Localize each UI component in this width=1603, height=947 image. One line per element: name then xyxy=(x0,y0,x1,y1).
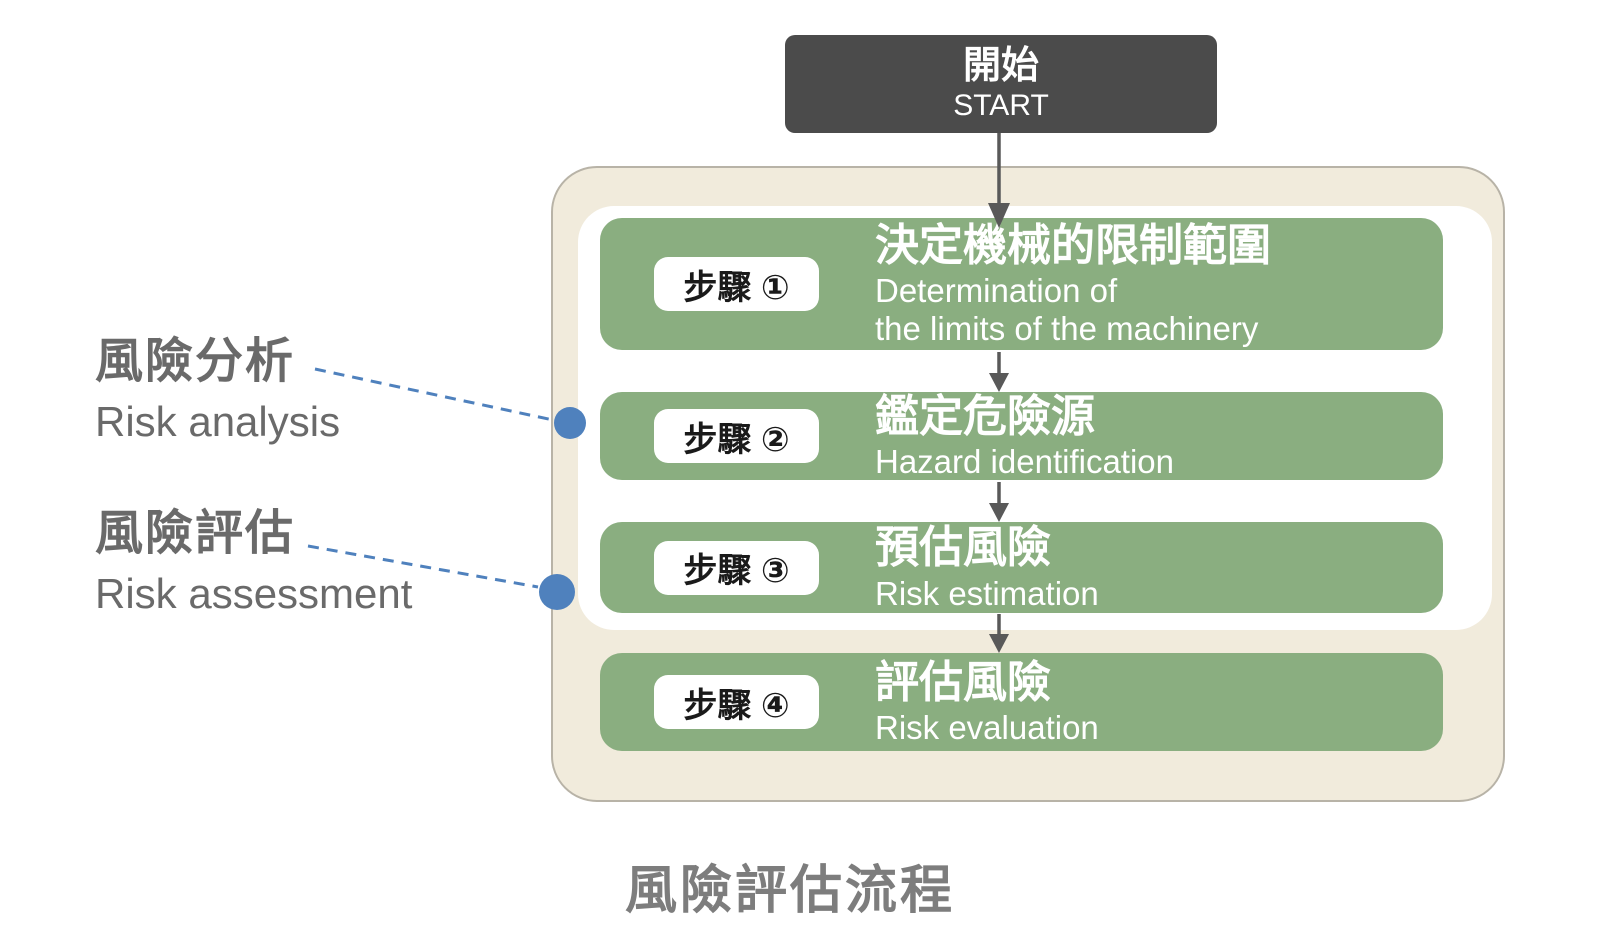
step-1-title-zh: 決定機械的限制範圍 xyxy=(875,220,1271,270)
step-1-box: 步驟 ① 決定機械的限制範圍 Determination of the limi… xyxy=(600,218,1443,350)
annotation-risk-analysis-zh: 風險分析 xyxy=(95,335,296,388)
step-2-title-zh: 鑑定危險源 xyxy=(875,391,1095,441)
step-2-box: 步驟 ② 鑑定危險源 Hazard identification xyxy=(600,392,1443,480)
annotation-risk-analysis-en: Risk analysis xyxy=(95,397,341,445)
step-4-title-zh: 評估風險 xyxy=(875,657,1051,707)
step-4-badge: 步驟 ④ xyxy=(654,675,819,729)
step-2-title-en: Hazard identification xyxy=(875,443,1174,481)
step-3-title-en: Risk estimation xyxy=(875,574,1099,612)
step-1-titles: 決定機械的限制範圍 Determination of the limits of… xyxy=(875,220,1271,349)
annotation-risk-assessment: 風險評估 Risk assessment xyxy=(95,507,413,617)
start-node: 開始 START xyxy=(785,35,1217,133)
diagram-caption: 風險評估流程 xyxy=(624,862,955,920)
annotation-risk-assessment-en: Risk assessment xyxy=(95,569,413,617)
step-4-titles: 評估風險 Risk evaluation xyxy=(875,657,1099,748)
start-title-zh: 開始 xyxy=(962,44,1039,87)
step-2-titles: 鑑定危險源 Hazard identification xyxy=(875,391,1174,482)
annotation-risk-assessment-zh: 風險評估 xyxy=(95,507,296,560)
step-1-title-en: Determination of the limits of the machi… xyxy=(875,272,1259,348)
step-4-box: 步驟 ④ 評估風險 Risk evaluation xyxy=(600,653,1443,751)
step-4-title-en: Risk evaluation xyxy=(875,709,1099,747)
step-3-badge: 步驟 ③ xyxy=(654,540,819,595)
step-1-badge: 步驟 ① xyxy=(654,257,819,311)
start-title-en: START xyxy=(953,88,1049,122)
step-2-badge: 步驟 ② xyxy=(654,409,819,463)
step-3-title-zh: 預估風險 xyxy=(875,523,1051,573)
step-3-titles: 預估風險 Risk estimation xyxy=(875,522,1099,613)
callout-line-risk-analysis xyxy=(314,367,554,422)
step-3-box: 步驟 ③ 預估風險 Risk estimation xyxy=(600,522,1443,613)
annotation-risk-analysis: 風險分析 Risk analysis xyxy=(95,335,341,445)
